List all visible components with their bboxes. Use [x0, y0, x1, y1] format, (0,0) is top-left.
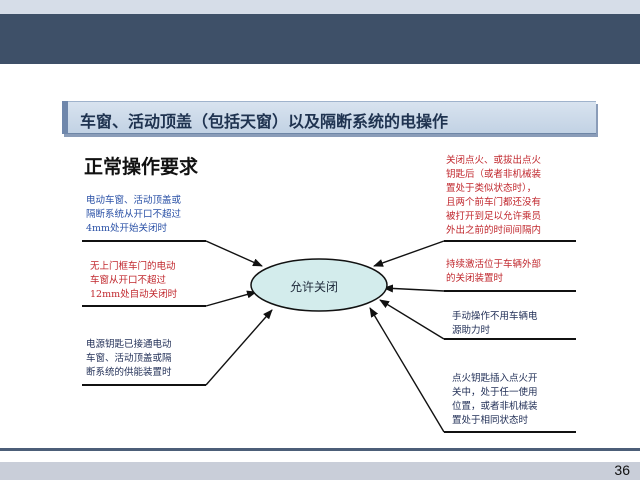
left-note-1-line: 4mm处开始关闭时 [86, 223, 168, 234]
page-number: 36 [614, 462, 630, 478]
right-note-1-line: 置处于类似状态时）， [446, 183, 537, 194]
right-note-2-line: 持续激活位于车辆外部 [446, 259, 542, 270]
section-heading: 正常操作要求 [84, 156, 199, 178]
arrow-right-4 [369, 307, 445, 433]
right-note-1-line: 钥匙后（或者非机械装 [446, 169, 542, 180]
right-note-2: 持续激活位于车辆外部 的关闭装置时 [446, 258, 541, 286]
left-note-3-line: 车窗、活动顶盖或隔 [86, 353, 172, 364]
title-box-left-bar [62, 101, 68, 134]
right-note-1-line: 被打开到足以允许乘员 [446, 211, 542, 222]
right-note-3-line: 源助力时 [452, 325, 491, 336]
left-note-2-line: 车窗从开口不超过 [90, 275, 167, 286]
left-note-1: 电动车窗、活动顶盖或 隔断系统从开口不超过 4mm处开始关闭时 [86, 194, 181, 236]
left-note-2-line: 12mm处自动关闭时 [90, 289, 178, 300]
right-note-4-line: 关中，处于任一使用 [452, 387, 538, 398]
right-note-2-line: 的关闭装置时 [446, 273, 504, 284]
left-note-1-line: 隔断系统从开口不超过 [86, 209, 182, 220]
arrow-right-2 [383, 284, 445, 293]
arrow-left-3 [205, 309, 273, 386]
title-box [62, 101, 596, 134]
right-note-4-line: 位置，或者非机械装 [452, 401, 538, 412]
arrow-left-2 [205, 290, 257, 307]
slide-title: 车窗、活动顶盖（包括天窗）以及隔断系统的电操作 [80, 112, 449, 131]
arrow-left-1 [205, 240, 263, 267]
right-note-4-line: 点火钥匙插入点火开 [452, 373, 538, 384]
left-note-2: 无上门框车门的电动 车窗从开口不超过 12mm处自动关闭时 [90, 260, 177, 302]
right-note-1-line: 关闭点火、或拔出点火 [446, 155, 542, 166]
right-note-3-line: 手动操作不用车辆电 [452, 311, 538, 322]
right-note-3: 手动操作不用车辆电 源助力时 [452, 310, 538, 338]
right-note-4-line: 置处于相同状态时 [452, 415, 529, 426]
left-note-1-line: 电动车窗、活动顶盖或 [86, 195, 182, 206]
left-note-2-line: 无上门框车门的电动 [90, 261, 176, 272]
right-note-1: 关闭点火、或拔出点火 钥匙后（或者非机械装 置处于类似状态时）， 且两个前车门都… [446, 154, 541, 238]
header-accent-band [0, 0, 640, 14]
right-note-1-line: 外出之前的时间间隔内 [446, 225, 542, 236]
right-note-1-line: 且两个前车门都还没有 [446, 197, 542, 208]
arrow-right-3 [379, 299, 445, 340]
left-note-3-line: 断系统的供能装置时 [86, 367, 172, 378]
center-ellipse [250, 258, 388, 312]
footer-rule [0, 448, 640, 451]
footer-band [0, 462, 640, 480]
right-note-4: 点火钥匙插入点火开 关中，处于任一使用 位置，或者非机械装 置处于相同状态时 [452, 372, 538, 428]
left-note-3-line: 电源钥匙已接通电动 [86, 339, 172, 350]
arrow-right-1 [373, 240, 445, 267]
left-note-3: 电源钥匙已接通电动 车窗、活动顶盖或隔 断系统的供能装置时 [86, 338, 172, 380]
center-label: 允许关闭 [290, 280, 339, 294]
